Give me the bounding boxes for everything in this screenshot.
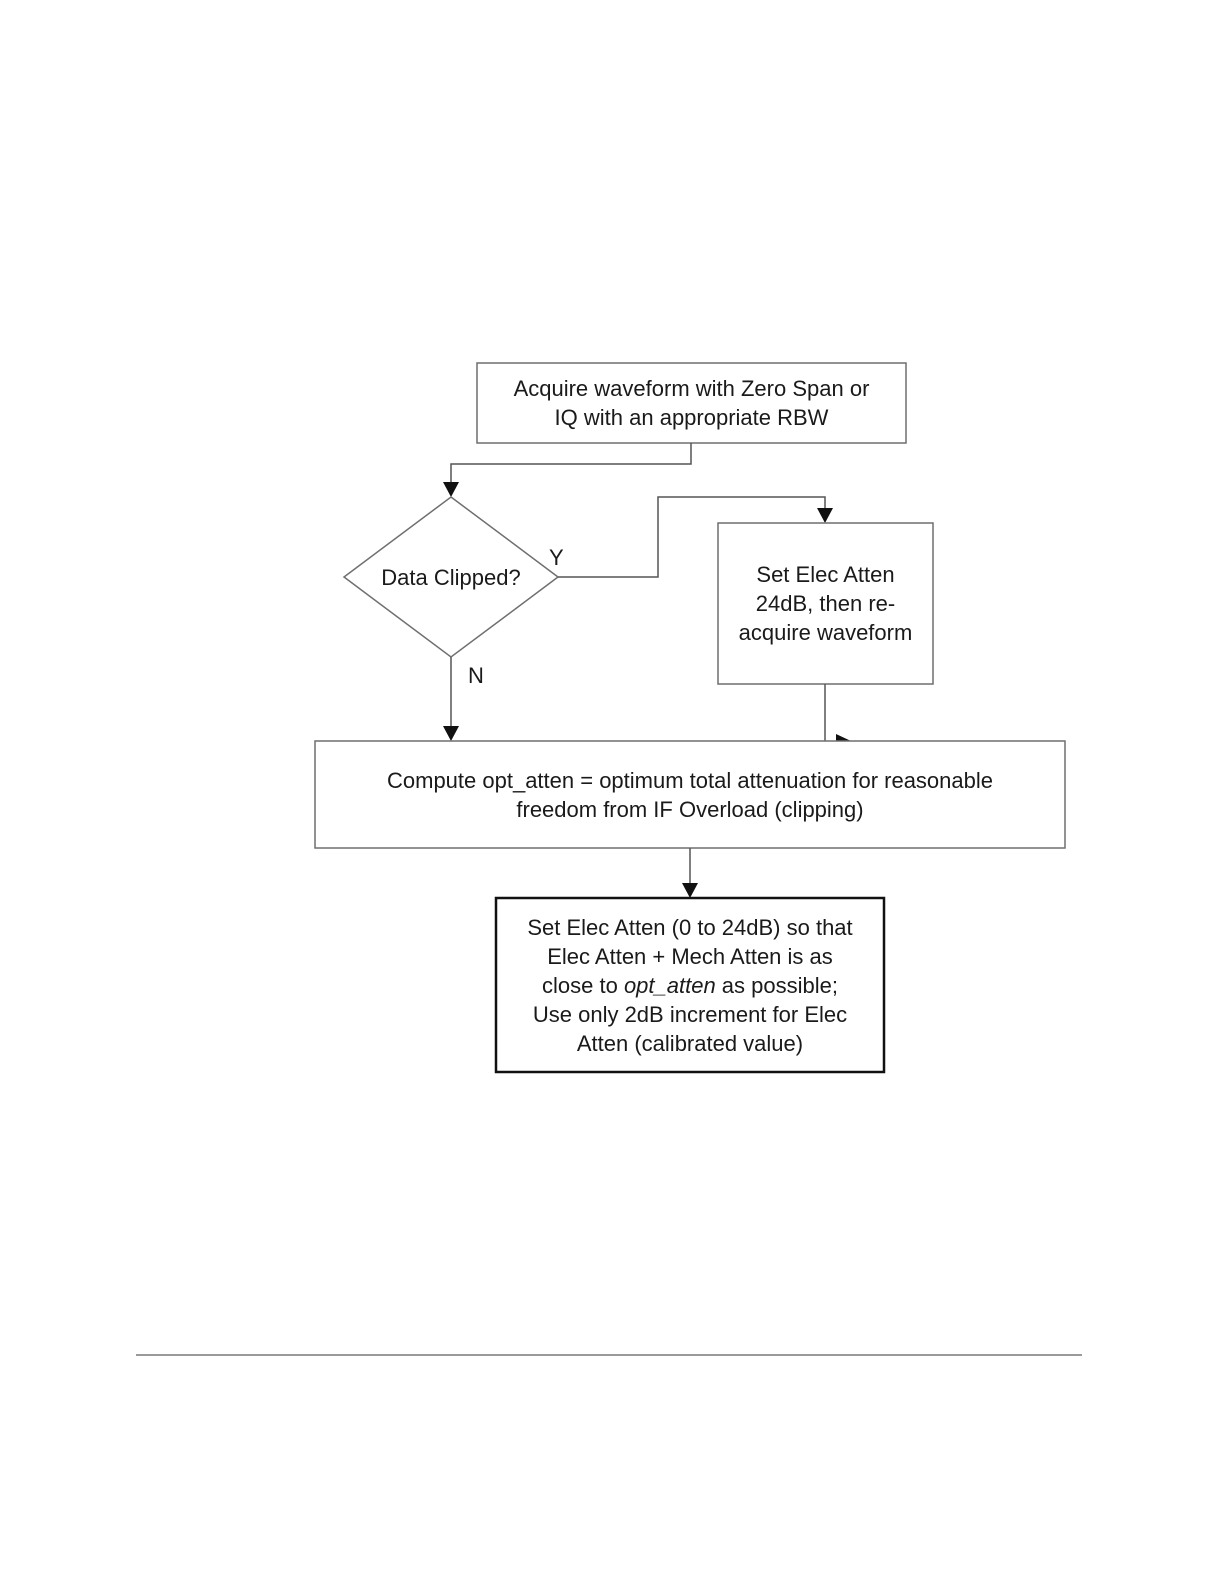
compute-box [314, 740, 1066, 849]
acquire-box-text: Acquire waveform with Zero Span or IQ wi… [477, 363, 906, 443]
arrowhead-decision-top [443, 482, 459, 497]
set-elec-box [717, 522, 934, 685]
final-line-5: Atten (calibrated value) [576, 1030, 804, 1056]
footer-divider [136, 1354, 1082, 1356]
set-elec-box-text: Set Elec Atten 24dB, then re- acquire wa… [718, 523, 933, 684]
compute-line-1: Compute opt_atten = optimum total attenu… [387, 767, 993, 793]
acquire-box [476, 362, 907, 444]
acquire-line-2: IQ with an appropriate RBW [554, 405, 829, 430]
final-line-3-pre: close to [542, 972, 624, 998]
final-line-2: Elec Atten + Mech Atten is as [547, 943, 833, 969]
decision-label: Data Clipped? [381, 564, 521, 590]
arrowhead-compute-left [443, 726, 459, 741]
acquire-line-1: Acquire waveform with Zero Span or [513, 376, 870, 401]
connector-acquire-to-decision [450, 443, 692, 482]
decision-text: Data Clipped? [344, 562, 558, 592]
final-box-text: Set Elec Atten (0 to 24dB) so that Elec … [496, 898, 884, 1072]
set-elec-line-3: acquire waveform [738, 620, 913, 645]
arrowhead-set-elec-top [817, 508, 833, 523]
final-line-3-post: as possible; [715, 972, 838, 998]
final-line-3: close to opt_atten as possible; [542, 971, 838, 1000]
compute-box-text: Compute opt_atten = optimum total attenu… [315, 741, 1065, 848]
yes-label: Y [549, 545, 564, 570]
final-line-4: Use only 2dB increment for Elec [532, 1001, 848, 1027]
compute-line-2: freedom from IF Overload (clipping) [516, 796, 864, 822]
final-line-3-italic: opt_atten [623, 972, 716, 998]
final-box [494, 896, 886, 1074]
connector-yes-branch [558, 496, 826, 578]
set-elec-line-2: 24dB, then re- [755, 591, 896, 616]
set-elec-line-1: Set Elec Atten [756, 562, 895, 587]
final-line-1: Set Elec Atten (0 to 24dB) so that [527, 914, 853, 940]
arrowhead-final-top [682, 883, 698, 898]
no-label: N [468, 663, 484, 688]
